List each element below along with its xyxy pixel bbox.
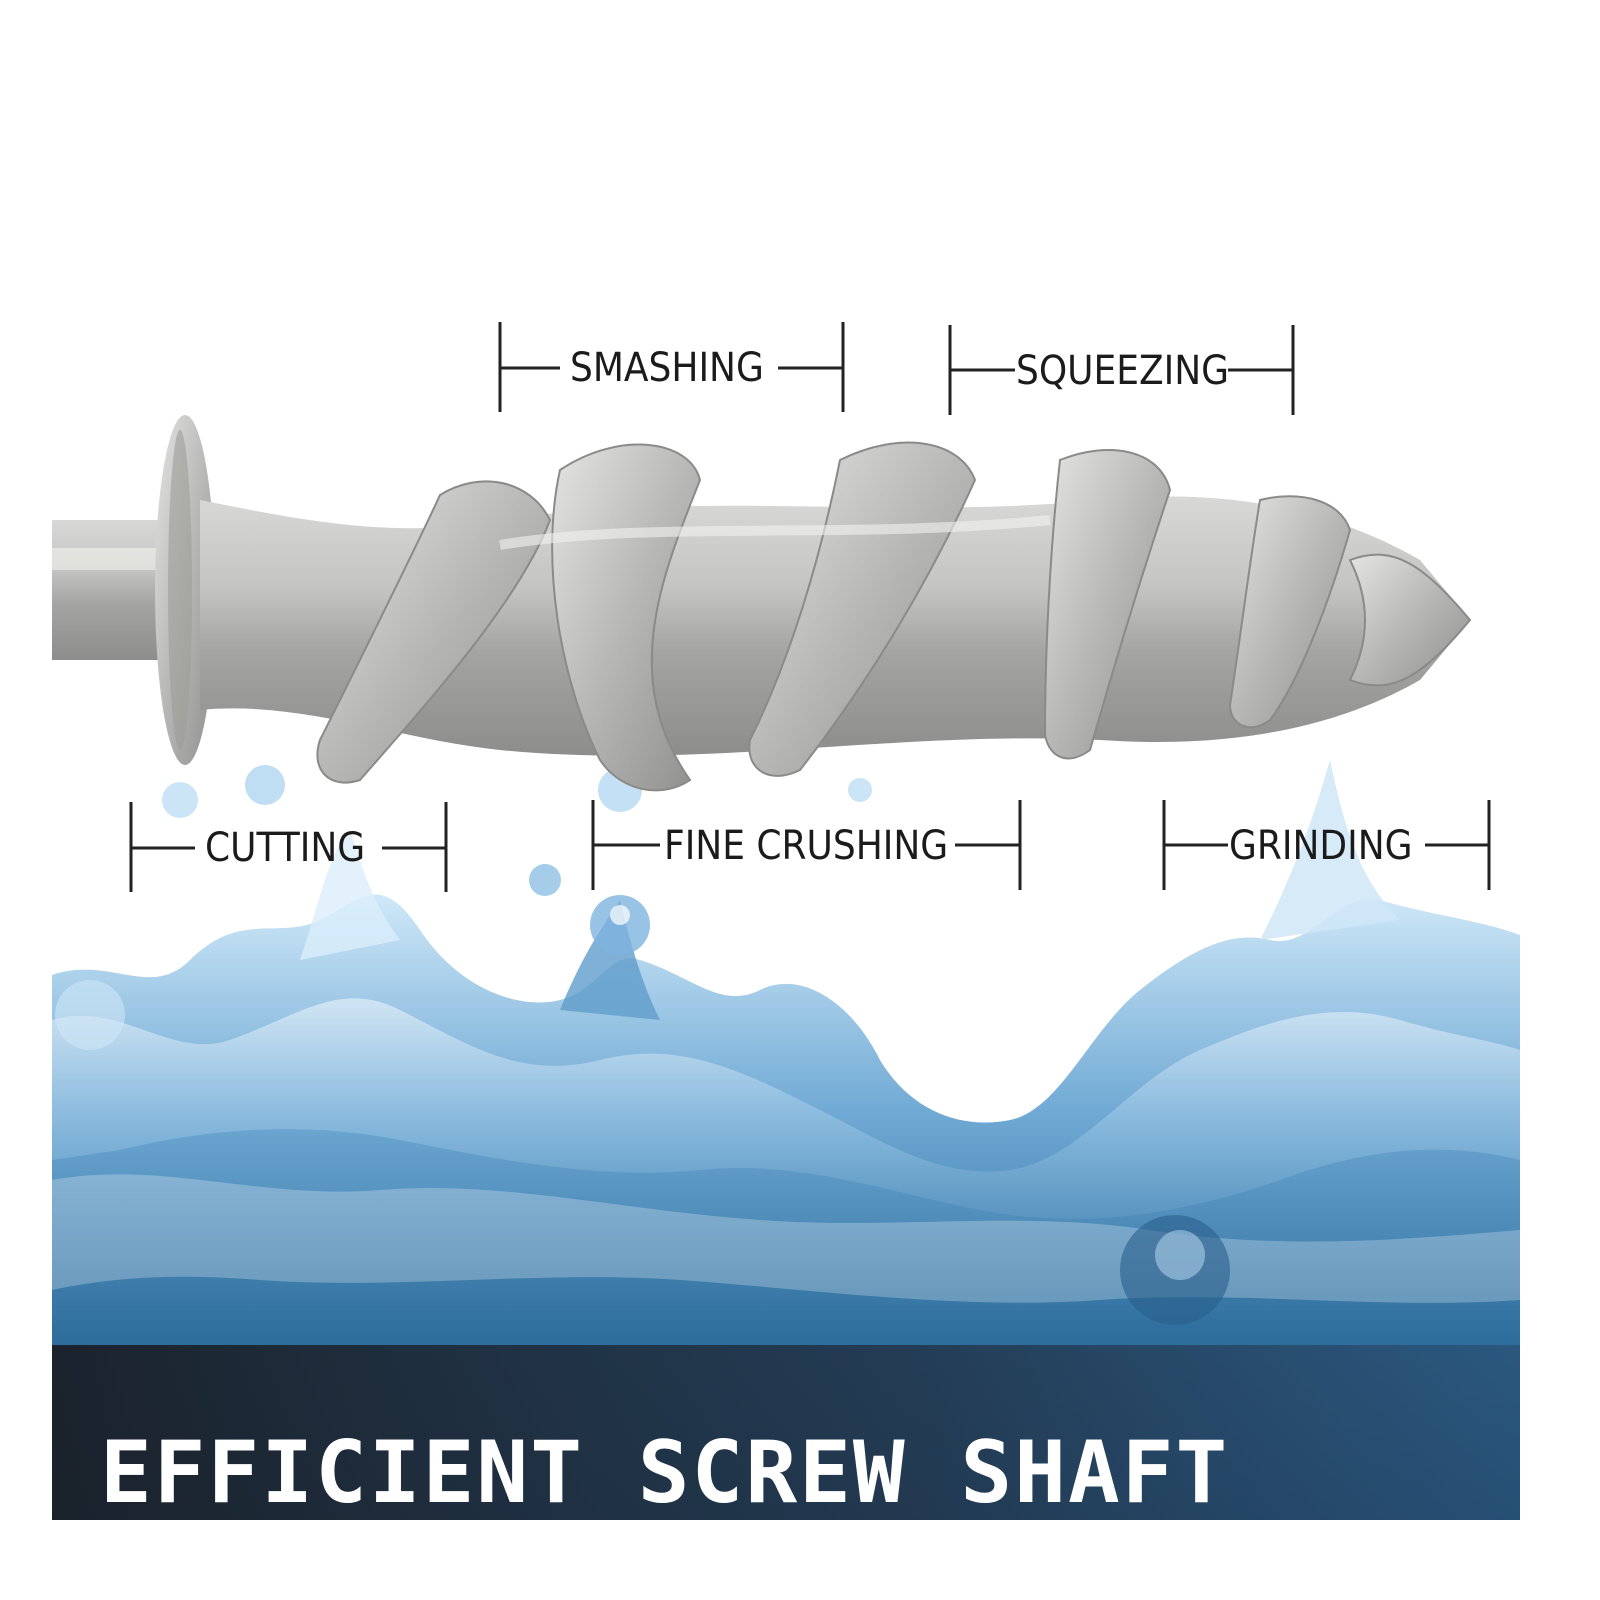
dimension-brackets — [129, 322, 1491, 892]
screw-shaft — [52, 415, 1472, 792]
label-squeezing: SQUEEZING — [1016, 348, 1230, 394]
label-cutting: CUTTING — [205, 825, 366, 871]
label-grinding: GRINDING — [1229, 823, 1413, 869]
title-banner — [52, 1345, 1520, 1520]
label-smashing: SMASHING — [570, 345, 764, 391]
label-fine-crushing: FINE CRUSHING — [664, 823, 949, 869]
banner-title: EFFICIENT SCREW SHAFT — [100, 1423, 1230, 1523]
